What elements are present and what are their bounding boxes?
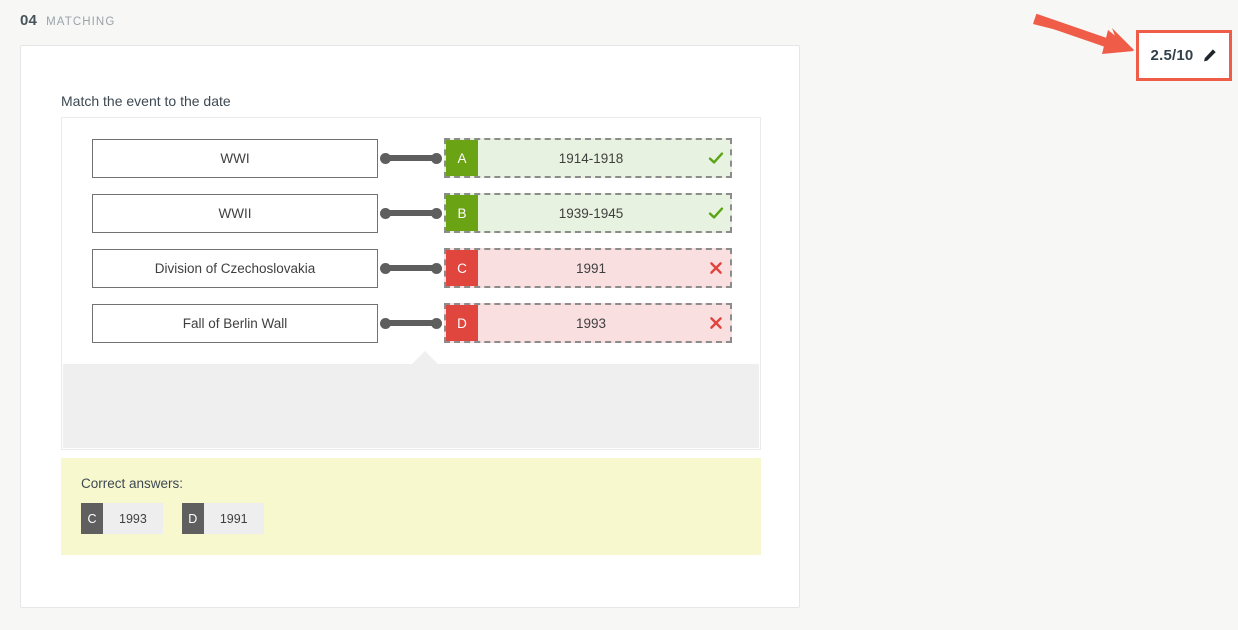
match-row: WWII B 1939-1945	[62, 193, 760, 233]
answer-text: 1914-1918	[558, 150, 624, 166]
correct-answer-letter: C	[81, 503, 103, 534]
answer-box[interactable]: B 1939-1945	[444, 193, 732, 233]
correct-answer-chip: C 1993	[81, 503, 163, 534]
prompt-box[interactable]: WWI	[92, 138, 378, 178]
connector-bar	[381, 155, 441, 161]
connector-dot-left	[380, 262, 391, 274]
match-row: WWI A 1914-1918	[62, 138, 760, 178]
answer-box[interactable]: D 1993	[444, 303, 732, 343]
question-number: 04	[20, 12, 38, 29]
connector-bar	[381, 210, 441, 216]
dropzone-notch-icon	[411, 351, 439, 365]
question-card: Match the event to the date WWI A 1914-1…	[20, 45, 800, 608]
connector-dot-right	[431, 207, 442, 219]
correct-answer-value: 1991	[203, 503, 264, 534]
check-icon	[708, 207, 724, 219]
cross-icon	[710, 262, 722, 274]
answer-box[interactable]: A 1914-1918	[444, 138, 732, 178]
matching-rows-container: WWI A 1914-1918 WWII	[62, 118, 760, 357]
match-row: Division of Czechoslovakia C 1991	[62, 248, 760, 288]
connector-bar	[381, 265, 441, 271]
connector-dot-right	[431, 152, 442, 164]
answer-letter-badge: A	[446, 140, 478, 176]
match-row: Fall of Berlin Wall D 1993	[62, 303, 760, 343]
connector-dot-right	[431, 262, 442, 274]
question-header: 04 MATCHING	[20, 12, 115, 29]
answer-box[interactable]: C 1991	[444, 248, 732, 288]
prompt-box[interactable]: WWII	[92, 193, 378, 233]
score-badge[interactable]: 2.5/10	[1136, 30, 1232, 81]
connector-bar	[381, 320, 441, 326]
connector-dot-left	[380, 317, 391, 329]
annotation-arrow-icon	[1033, 13, 1134, 54]
pencil-icon[interactable]	[1202, 48, 1217, 63]
connector-dot-left	[380, 152, 391, 164]
correct-answers-panel: Correct answers: C 1993 D 1991	[61, 458, 761, 555]
connector-line[interactable]	[378, 249, 444, 288]
question-type-label: MATCHING	[46, 16, 116, 28]
correct-answer-chip: D 1991	[181, 503, 264, 534]
answer-letter-badge: B	[446, 195, 478, 231]
correct-answer-value: 1993	[103, 503, 163, 534]
score-value: 2.5/10	[1150, 47, 1194, 64]
connector-dot-left	[380, 207, 391, 219]
cross-icon	[710, 317, 722, 329]
answer-text: 1993	[575, 315, 607, 331]
answer-dropzone[interactable]	[63, 351, 759, 448]
connector-line[interactable]	[378, 304, 444, 343]
question-prompt: Match the event to the date	[61, 93, 231, 109]
correct-answers-list: C 1993 D 1991	[81, 503, 741, 534]
answer-text: 1939-1945	[558, 205, 624, 221]
answer-text: 1991	[575, 260, 607, 276]
answer-letter-badge: D	[446, 305, 478, 341]
prompt-box[interactable]: Division of Czechoslovakia	[92, 248, 378, 288]
correct-answers-title: Correct answers:	[81, 476, 184, 491]
connector-line[interactable]	[378, 139, 444, 178]
correct-answer-letter: D	[181, 503, 204, 534]
prompt-box[interactable]: Fall of Berlin Wall	[92, 303, 378, 343]
check-icon	[708, 152, 724, 164]
matching-panel: WWI A 1914-1918 WWII	[61, 117, 761, 450]
answer-letter-badge: C	[446, 250, 478, 286]
connector-line[interactable]	[378, 194, 444, 233]
connector-dot-right	[431, 317, 442, 329]
